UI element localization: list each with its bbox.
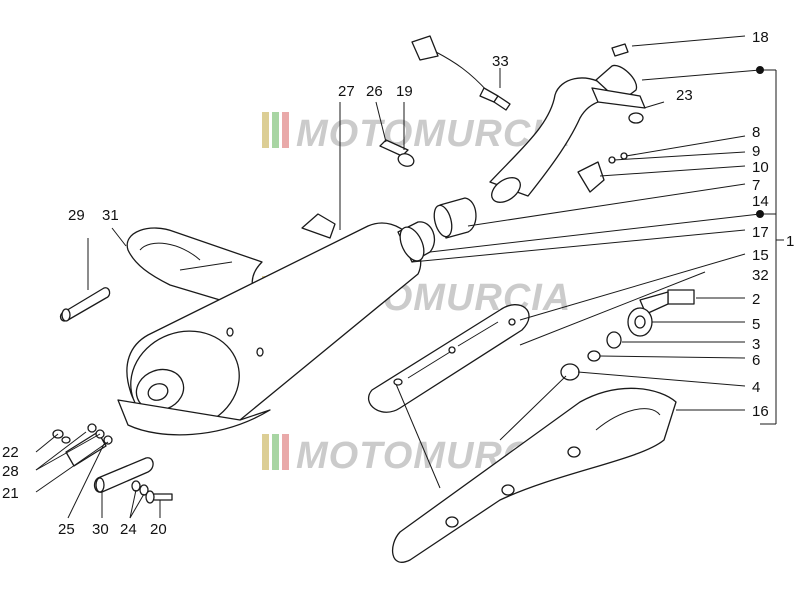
rod-29 — [59, 287, 111, 322]
callout-1: 1 — [786, 233, 794, 250]
callout-7: 7 — [752, 177, 760, 194]
callout-9: 9 — [752, 143, 760, 160]
callout-2: 2 — [752, 291, 760, 308]
callout-25: 25 — [58, 521, 75, 538]
callout-30: 30 — [92, 521, 109, 538]
callout-32: 32 — [752, 267, 769, 284]
sleeve-30 — [93, 457, 154, 493]
callout-24: 24 — [120, 521, 137, 538]
callout-27: 27 — [338, 83, 355, 100]
callout-16: 16 — [752, 403, 769, 420]
callout-4: 4 — [752, 379, 760, 396]
callout-numbers: 18 33 27 26 19 23 8 9 10 7 14 29 31 17 1… — [2, 29, 794, 538]
washers-8-9-10 — [608, 152, 628, 164]
callout-6: 6 — [752, 352, 760, 369]
callout-23: 23 — [676, 87, 693, 104]
callout-21: 21 — [2, 485, 19, 502]
nut-23 — [628, 112, 644, 124]
header-pipe — [489, 43, 646, 203]
callout-19: 19 — [396, 83, 413, 100]
heat-shield-31 — [126, 227, 263, 301]
bolt-19 — [379, 139, 415, 167]
bracket-28 — [52, 429, 107, 467]
callout-31: 31 — [102, 207, 119, 224]
callout-17: 17 — [752, 224, 769, 241]
callout-3: 3 — [752, 336, 760, 353]
callout-20: 20 — [150, 521, 167, 538]
callout-8: 8 — [752, 124, 760, 141]
callout-15: 15 — [752, 247, 769, 264]
sensor-cable-33 — [411, 35, 511, 111]
callout-10: 10 — [752, 159, 769, 176]
callout-33: 33 — [492, 53, 509, 70]
callout-29: 29 — [68, 207, 85, 224]
callout-22: 22 — [2, 444, 19, 461]
callout-5: 5 — [752, 316, 760, 333]
inlet-clamp — [397, 197, 477, 263]
muffler-body — [117, 213, 422, 436]
guard-plate-15 — [367, 304, 530, 413]
callout-18: 18 — [752, 29, 769, 46]
leader-lines — [35, 35, 784, 519]
bolt-20-assembly — [131, 480, 173, 504]
callout-28: 28 — [2, 463, 19, 480]
heat-shield-16 — [391, 387, 677, 563]
bolt-2-assembly — [560, 289, 695, 381]
callout-26: 26 — [366, 83, 383, 100]
callout-14: 14 — [752, 193, 769, 210]
